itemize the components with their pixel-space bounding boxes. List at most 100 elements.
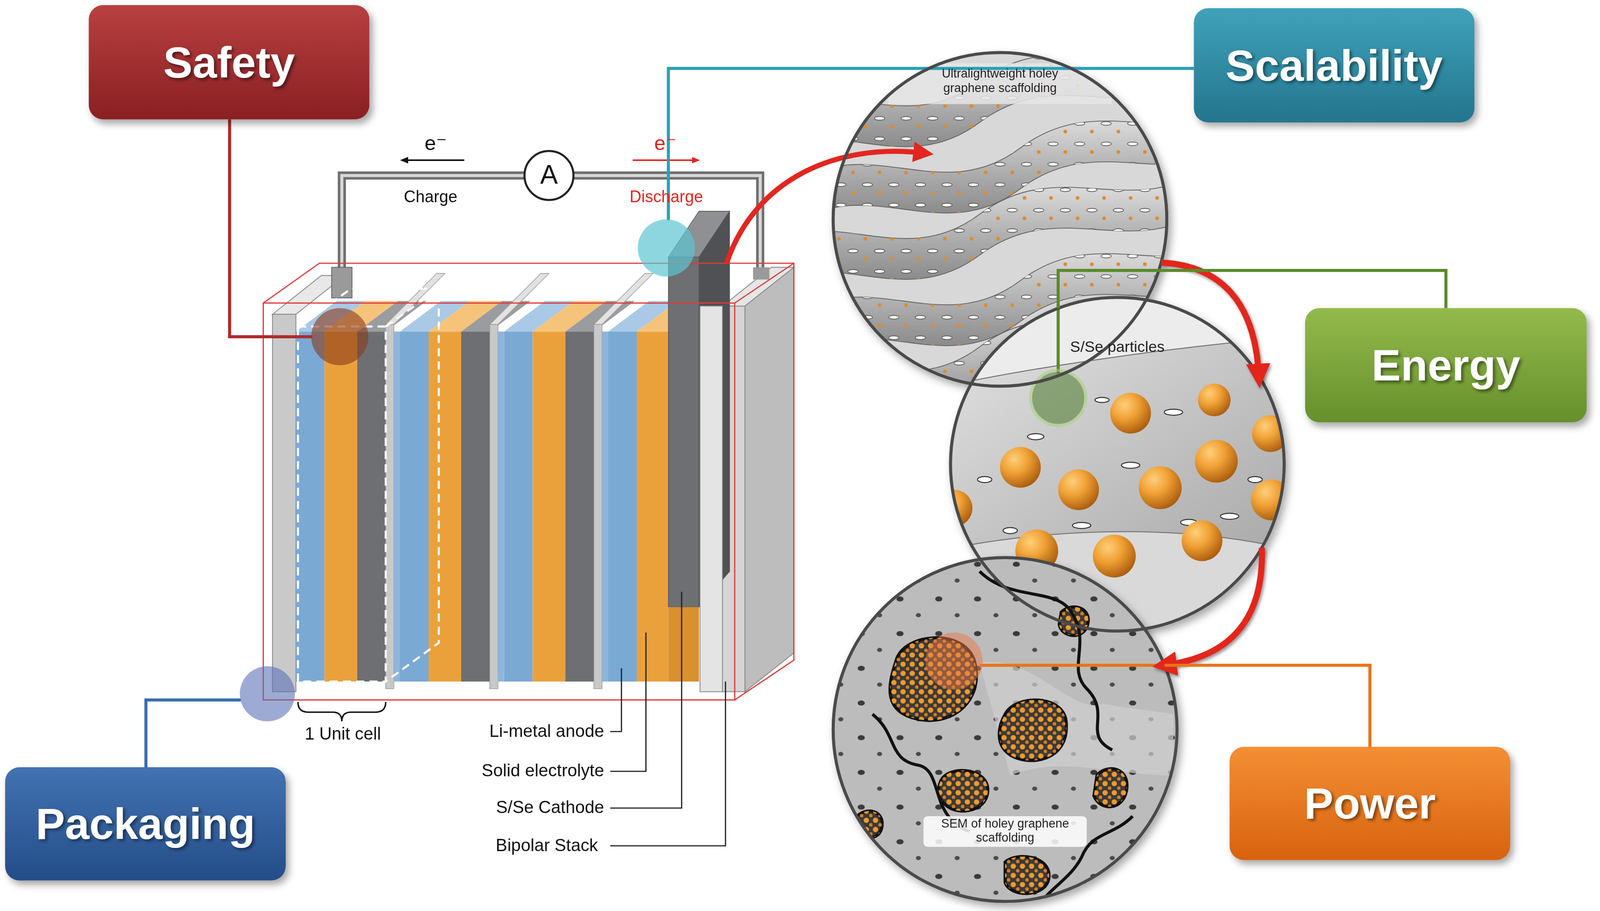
highlight-dot	[1030, 370, 1087, 426]
dashed-box	[297, 288, 440, 682]
end-plate-front	[272, 314, 297, 693]
frame-back	[263, 263, 795, 701]
particle	[1198, 383, 1231, 417]
particle	[1195, 439, 1239, 483]
particles	[1093, 768, 1127, 807]
part-label: Li-metal anode	[489, 721, 605, 742]
package-frame	[263, 263, 795, 701]
leader-line	[979, 663, 1168, 668]
electrolyte-layer	[504, 331, 533, 682]
category-title: Safety	[163, 37, 295, 88]
collector-layer	[565, 331, 595, 682]
callout-leaders	[146, 68, 1195, 768]
circle-outline	[833, 52, 1167, 387]
particle	[1000, 447, 1041, 488]
particle	[1092, 534, 1137, 578]
circle-outline	[833, 557, 1177, 902]
cluster	[938, 770, 988, 811]
circle-label: A	[523, 160, 575, 191]
category-box: Energy	[1305, 308, 1587, 423]
hole	[1072, 522, 1092, 529]
hole	[1121, 462, 1141, 469]
battery-stack	[263, 211, 795, 847]
part-label: Bipolar Stack	[495, 835, 598, 857]
layer	[602, 331, 609, 682]
circle-label: S/Se particles	[1035, 337, 1200, 356]
cathode-layer	[428, 331, 462, 682]
leader-line	[610, 668, 622, 732]
mode-label: Discharge	[629, 187, 703, 207]
crack	[872, 714, 970, 832]
sem-image	[831, 556, 1179, 903]
cathode-layer	[532, 331, 566, 682]
sem-zoom	[831, 556, 1179, 903]
zoom-arrow	[726, 151, 924, 264]
separator	[385, 324, 395, 689]
mode-label: Charge	[403, 187, 458, 207]
circle-label: Ultralightweight holey graphene scaffold…	[918, 67, 1082, 96]
highlight-dot	[311, 308, 369, 366]
leader-line	[668, 68, 1195, 221]
layer	[394, 331, 401, 682]
end-plate-side	[745, 267, 795, 693]
zoom-arrow	[1164, 547, 1263, 666]
unit-cell-brace	[297, 702, 386, 722]
separator	[594, 324, 603, 689]
part-label: Solid electrolyte	[481, 761, 605, 782]
electron-label: e⁻	[424, 130, 447, 156]
crack	[979, 571, 1113, 751]
category-title: Power	[1303, 778, 1436, 829]
unit-cell-label: 1 Unit cell	[304, 724, 381, 746]
cathode-layer	[324, 331, 358, 682]
highlight-dot	[637, 219, 695, 277]
sem-patch	[979, 662, 1174, 776]
hole	[1027, 433, 1044, 440]
leader-line	[146, 700, 241, 768]
particle	[1058, 469, 1099, 511]
electrolyte-layer	[608, 331, 637, 682]
part-leaders	[610, 591, 726, 846]
category-box: Power	[1229, 746, 1511, 861]
circle-label: SEM of holey graphene scaffolding	[923, 816, 1087, 847]
cluster	[1093, 768, 1127, 807]
discharge-arrow	[632, 159, 697, 161]
particles	[938, 770, 988, 811]
cathode-layer	[636, 331, 669, 682]
separator	[489, 324, 498, 689]
leader-line	[610, 632, 647, 772]
hole	[1164, 409, 1183, 416]
hole	[1094, 397, 1110, 403]
cluster	[999, 700, 1067, 761]
electron-label: e⁻	[654, 130, 677, 156]
terminal	[753, 267, 770, 280]
charge-arrow	[404, 159, 465, 161]
highlight-dots	[239, 219, 1086, 722]
hole	[977, 476, 993, 483]
hole	[1248, 476, 1263, 483]
circle-outline	[950, 297, 1285, 632]
category-box: Safety	[88, 4, 370, 120]
leader-line	[610, 591, 683, 809]
particle	[1181, 520, 1223, 562]
cell-layers	[296, 211, 770, 693]
highlight-dot	[925, 632, 983, 690]
leader-line	[610, 681, 726, 846]
layer	[497, 331, 505, 682]
unit-cell-outline	[297, 288, 440, 682]
category-box: Packaging	[4, 767, 286, 881]
particle	[1138, 466, 1182, 510]
zoom-circle	[831, 556, 1179, 903]
end-plate-front	[700, 306, 723, 693]
category-title: Scalability	[1225, 40, 1444, 91]
terminal	[331, 267, 352, 299]
se-particles	[935, 383, 1292, 578]
category-box: Scalability	[1194, 8, 1475, 123]
collector-layer	[461, 331, 490, 682]
circle-outline	[831, 556, 1179, 903]
sem-cracks	[872, 571, 1133, 903]
category-title: Energy	[1371, 340, 1521, 391]
